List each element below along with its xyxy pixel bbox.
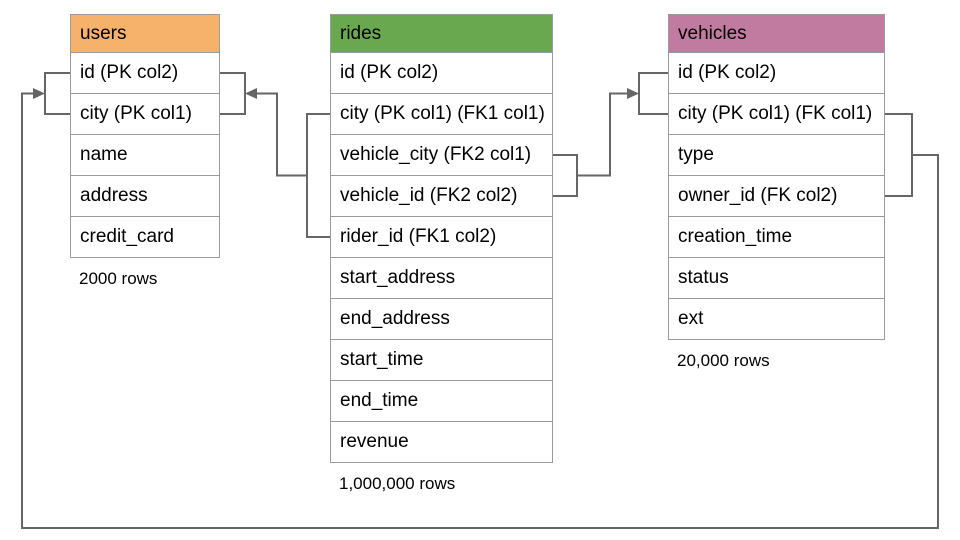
rides-fk1-bracket-left: [306, 113, 330, 238]
table-vehicles-column-row: city (PK col1) (FK col1): [669, 94, 884, 135]
users-pk-bracket-right: [220, 72, 246, 115]
table-vehicles-column-row: id (PK col2): [669, 53, 884, 94]
table-rides-column-row: revenue: [331, 422, 552, 462]
rides-fk2-bracket-right: [553, 154, 578, 197]
table-rides-column-row: start_time: [331, 340, 552, 381]
table-rides-column-row: city (PK col1) (FK1 col1): [331, 94, 552, 135]
table-users-header: users: [71, 15, 219, 53]
table-vehicles-column-row: type: [669, 135, 884, 176]
table-rides-column-row: vehicle_city (FK2 col1): [331, 135, 552, 176]
table-vehicles-row-count: 20,000 rows: [677, 351, 770, 370]
table-users-column-row: name: [71, 135, 219, 176]
vehicles-to-users-arrowhead: [33, 88, 45, 99]
table-vehicles: vehicles id (PK col2) city (PK col1) (FK…: [668, 14, 885, 371]
table-vehicles-column-row: ext: [669, 299, 884, 339]
rides-to-users-arrowhead: [245, 88, 257, 99]
table-users-column-row: credit_card: [71, 217, 219, 257]
rides-to-vehicles-connector-line: [577, 92, 627, 177]
table-users-column-row: id (PK col2): [71, 53, 219, 94]
table-users: users id (PK col2) city (PK col1) name a…: [70, 14, 220, 289]
users-pk-bracket-left: [44, 72, 70, 115]
table-rides-column-row: start_address: [331, 258, 552, 299]
table-rides-column-row: vehicle_id (FK2 col2): [331, 176, 552, 217]
vehicles-fk-bracket-right: [885, 113, 913, 197]
table-users-column-row: city (PK col1): [71, 94, 219, 135]
table-rides: rides id (PK col2) city (PK col1) (FK1 c…: [330, 14, 553, 494]
table-rides-column-row: end_time: [331, 381, 552, 422]
table-vehicles-column-row: status: [669, 258, 884, 299]
table-users-row-count: 2000 rows: [79, 269, 158, 288]
table-rides-column-row: id (PK col2): [331, 53, 552, 94]
table-rides-column-row: rider_id (FK1 col2): [331, 217, 552, 258]
vehicles-pk-bracket-left: [638, 72, 668, 115]
table-users-column-row: address: [71, 176, 219, 217]
table-rides-row-count: 1,000,000 rows: [339, 474, 456, 493]
table-vehicles-header: vehicles: [669, 15, 884, 53]
table-vehicles-column-row: owner_id (FK col2): [669, 176, 884, 217]
rides-to-users-connector-line: [257, 92, 307, 177]
table-rides-column-row: end_address: [331, 299, 552, 340]
table-vehicles-column-row: creation_time: [669, 217, 884, 258]
table-rides-header: rides: [331, 15, 552, 53]
rides-to-vehicles-arrowhead: [627, 88, 639, 99]
